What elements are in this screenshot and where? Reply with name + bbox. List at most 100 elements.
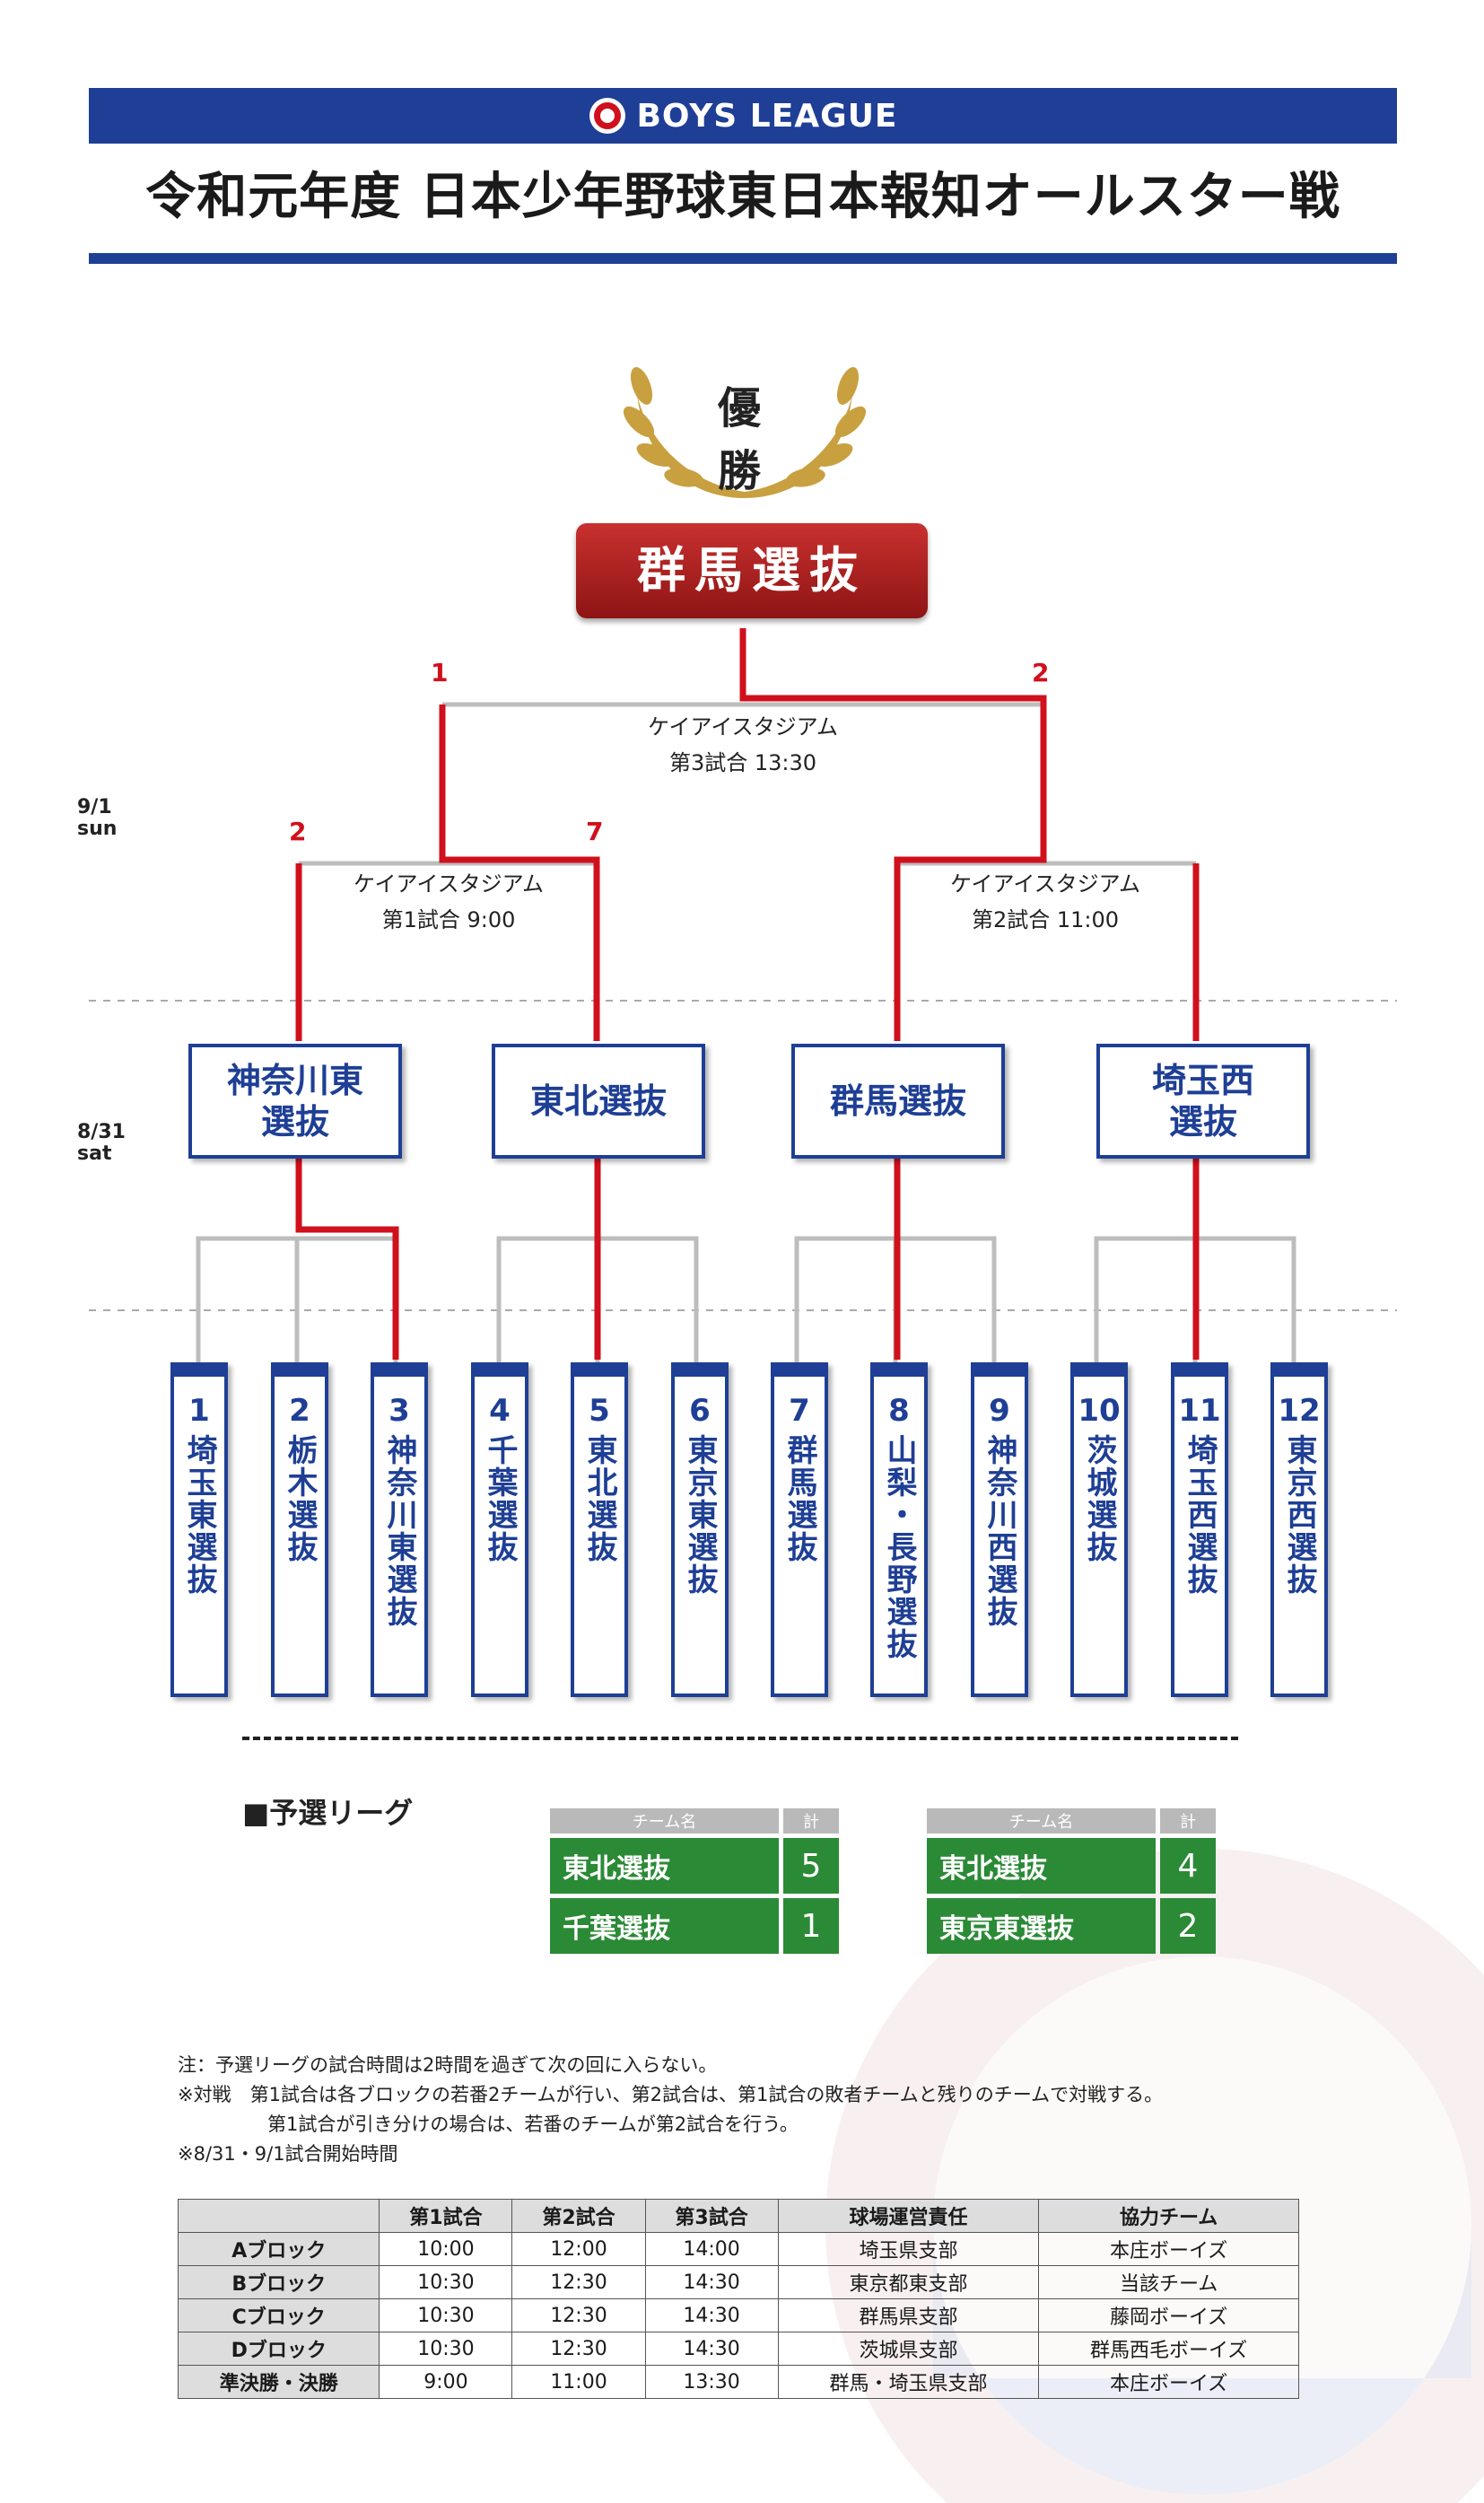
schedule-cell: Cブロック <box>177 2298 380 2332</box>
league-table-2: チーム名 計 東北選抜 4 東京東選抜 2 <box>922 1804 1220 1958</box>
schedule-cell: 群馬・埼玉県支部 <box>777 2365 1040 2399</box>
schedule-cell: 当該チーム <box>1038 2265 1299 2299</box>
team-number: 1 <box>188 1393 210 1429</box>
schedule-header <box>177 2199 380 2233</box>
final-venue-name: ケイアイスタジアム <box>648 714 838 740</box>
league-score: 4 <box>1160 1838 1216 1894</box>
schedule-cell: 12:30 <box>511 2265 646 2299</box>
col-header-team: チーム名 <box>927 1808 1156 1833</box>
team-column: 10 茨城選抜 <box>1070 1362 1128 1697</box>
team-column: 2 栃木選抜 <box>271 1362 328 1697</box>
schedule-cell: 13:30 <box>644 2365 779 2399</box>
final-left-score: 1 <box>431 658 449 687</box>
table-row: 準決勝・決勝 9:00 11:00 13:30 群馬・埼玉県支部 本庄ボーイズ <box>177 2365 1299 2399</box>
schedule-cell: 藤岡ボーイズ <box>1038 2298 1299 2332</box>
league-team: 東京東選抜 <box>927 1898 1156 1954</box>
title-rule <box>89 253 1397 264</box>
notes: 注：予選リーグの試合時間は2時間を過ぎて次の回に入らない。 ※対戦 第1試合は各… <box>178 2051 1389 2169</box>
league-score: 1 <box>783 1898 839 1954</box>
team-name: 群馬選抜 <box>781 1434 817 1563</box>
semi1-venue-name: ケイアイスタジアム <box>354 871 544 897</box>
team-column: 4 千葉選抜 <box>471 1362 528 1697</box>
team-name: 東京西選抜 <box>1281 1434 1317 1596</box>
block-winner-b: 東北選抜 <box>492 1044 705 1159</box>
banner-logo: BOYS LEAGUE <box>89 88 1397 144</box>
team-name: 埼玉東選抜 <box>181 1434 217 1596</box>
schedule-header: 協力チーム <box>1038 2199 1299 2233</box>
schedule-cell: 茨城県支部 <box>777 2332 1040 2366</box>
team-number: 2 <box>289 1393 310 1429</box>
team-name: 神奈川東選抜 <box>381 1434 417 1628</box>
league-team: 千葉選抜 <box>550 1898 779 1954</box>
team-number: 4 <box>489 1393 511 1429</box>
schedule-cell: 11:00 <box>511 2365 646 2399</box>
table-row: Aブロック 10:00 12:00 14:00 埼玉県支部 本庄ボーイズ <box>177 2232 1299 2266</box>
final-right-score: 2 <box>1032 658 1050 687</box>
league-table-1: チーム名 計 東北選抜 5 千葉選抜 1 <box>546 1804 843 1958</box>
page-title: 令和元年度 日本少年野球東日本報知オールスター戦 <box>145 168 1340 226</box>
semi1-right-score: 7 <box>586 817 604 846</box>
team-name: 栃木選抜 <box>282 1434 318 1563</box>
team-name: 神奈川西選抜 <box>982 1434 1017 1628</box>
schedule-cell: 東京都東支部 <box>777 2265 1040 2299</box>
schedule-cell: 12:30 <box>511 2332 646 2366</box>
note-line: 第1試合が引き分けの場合は、若番のチームが第2試合を行う。 <box>267 2114 799 2135</box>
team-column: 1 埼玉東選抜 <box>170 1362 228 1697</box>
table-row: Cブロック 10:30 12:30 14:30 群馬県支部 藤岡ボーイズ <box>177 2298 1299 2332</box>
day-date: 9/1 <box>77 796 112 818</box>
schedule-cell: 12:00 <box>511 2232 646 2266</box>
team-name: 東北選抜 <box>581 1434 617 1563</box>
semi1-match-time: 第1試合 9:00 <box>381 907 516 932</box>
team-column: 9 神奈川西選抜 <box>971 1362 1028 1697</box>
team-name: 埼玉西選抜 <box>1182 1434 1218 1596</box>
schedule-cell: Bブロック <box>177 2265 380 2299</box>
schedule-header: 第2試合 <box>511 2199 646 2233</box>
table-row: Dブロック 10:30 12:30 14:30 茨城県支部 群馬西毛ボーイズ <box>177 2332 1299 2366</box>
schedule-cell: 12:30 <box>511 2298 646 2332</box>
schedule-cell: 9:00 <box>379 2365 513 2399</box>
block-winner-c: 群馬選抜 <box>791 1044 1005 1159</box>
team-number: 5 <box>589 1393 610 1429</box>
champion-label: 優 勝 <box>717 383 772 496</box>
semi2-venue: ケイアイスタジアム 第2試合 11:00 <box>911 866 1180 938</box>
team-number: 10 <box>1078 1393 1121 1429</box>
schedule-cell: 群馬県支部 <box>777 2298 1040 2332</box>
section-divider <box>242 1737 1238 1740</box>
league-heading: ■予選リーグ <box>242 1796 414 1830</box>
final-match-time: 第3試合 13:30 <box>668 750 817 775</box>
team-column: 5 東北選抜 <box>571 1362 628 1697</box>
col-header-team: チーム名 <box>550 1808 779 1833</box>
team-name: 東京東選抜 <box>682 1434 718 1596</box>
team-column: 6 東京東選抜 <box>671 1362 729 1697</box>
semi1-left-score: 2 <box>289 817 307 846</box>
schedule-cell: 10:00 <box>379 2232 513 2266</box>
schedule-cell: 10:30 <box>379 2265 513 2299</box>
champion-team: 群馬選抜 <box>576 523 928 618</box>
schedule-header: 第1試合 <box>379 2199 513 2233</box>
team-name: 千葉選抜 <box>482 1434 518 1563</box>
team-number: 6 <box>689 1393 711 1429</box>
day-label-sun: 9/1 sun <box>77 797 117 840</box>
day-weekday: sun <box>77 818 118 840</box>
schedule-cell: 準決勝・決勝 <box>177 2365 380 2399</box>
col-header-total: 計 <box>783 1808 839 1833</box>
team-number: 9 <box>989 1393 1010 1429</box>
league-score: 2 <box>1160 1898 1216 1954</box>
day-label-sat: 8/31 sat <box>77 1122 126 1165</box>
semi2-match-time: 第2試合 11:00 <box>971 907 1120 932</box>
schedule-cell: 14:30 <box>644 2332 779 2366</box>
schedule-cell: 10:30 <box>379 2298 513 2332</box>
note-line: 注：予選リーグの試合時間は2時間を過ぎて次の回に入らない。 <box>178 2054 718 2076</box>
banner-logo-text: BOYS LEAGUE <box>636 97 898 135</box>
team-number: 8 <box>888 1393 910 1429</box>
schedule-header: 第3試合 <box>644 2199 779 2233</box>
day-weekday: sat <box>77 1142 112 1165</box>
team-name: 茨城選抜 <box>1081 1434 1117 1563</box>
team-number: 7 <box>789 1393 810 1429</box>
schedule-cell: Dブロック <box>177 2332 380 2366</box>
